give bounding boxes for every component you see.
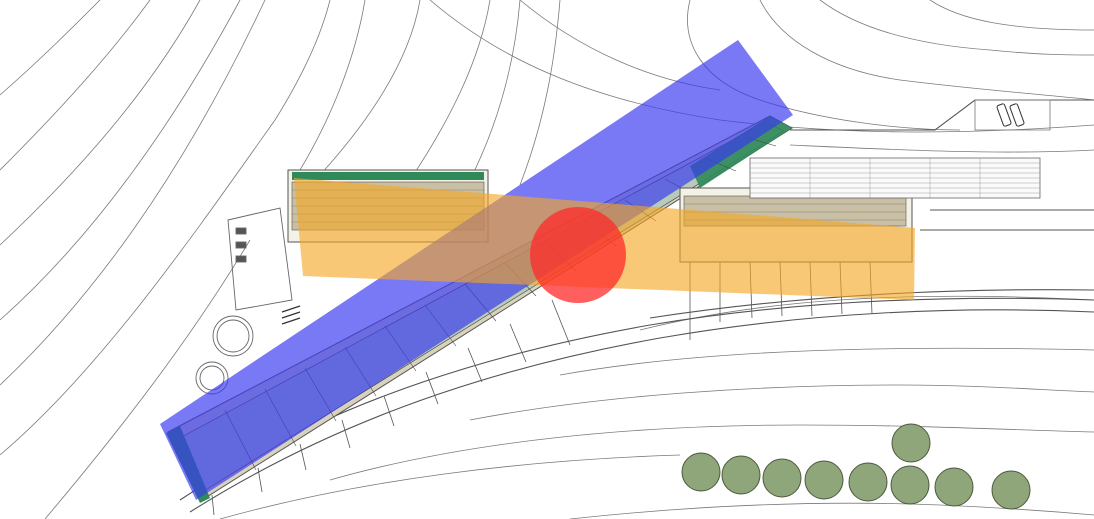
terrace-step-lines [750, 158, 1040, 198]
contour-line [44, 239, 251, 519]
bay-marker [235, 227, 247, 235]
parking-outline [974, 99, 1051, 131]
contour-line [789, 144, 1094, 153]
contour-line [569, 502, 1094, 519]
contour-line [0, 0, 151, 171]
tree-icon [681, 452, 721, 492]
contour-line [219, 454, 681, 519]
parked-car-icon [996, 103, 1012, 127]
west-green-edge [292, 172, 484, 180]
tree-icon [721, 455, 761, 495]
contour-line [329, 424, 1094, 481]
analysis-overlays [160, 40, 915, 500]
tree-icon [991, 470, 1031, 510]
tree-icon [848, 462, 888, 502]
contour-line [409, 0, 491, 181]
trees [681, 423, 1031, 510]
contour-line [299, 0, 366, 171]
round-tank [212, 315, 254, 357]
contour-line [819, 0, 1094, 56]
contour-line [469, 0, 521, 181]
tree-icon [891, 423, 931, 463]
bay-outline [227, 207, 293, 311]
contour-line [519, 0, 561, 186]
contour-line [759, 0, 1094, 101]
tree-icon [762, 458, 802, 498]
bay-marker [235, 241, 247, 249]
contour-line [0, 0, 241, 321]
bay-marker [235, 255, 247, 263]
red-focus-marker [530, 207, 626, 303]
bicycle-rack-icon [281, 305, 301, 325]
tree-icon [890, 465, 930, 505]
tree-icon [804, 460, 844, 500]
tree-icon [934, 467, 974, 507]
contour-line [319, 0, 421, 176]
road-edge [790, 99, 1094, 131]
parked-car-icon [1009, 103, 1025, 127]
contour-line [0, 0, 331, 456]
contour-line [0, 0, 266, 386]
diagonal-green-strip [690, 116, 792, 188]
contour-line [469, 384, 1094, 421]
contour-line [559, 347, 1094, 376]
contour-line [0, 0, 201, 246]
contour-line [0, 0, 101, 96]
west-site-features [195, 207, 301, 395]
round-tank [216, 319, 250, 353]
contour-line [929, 0, 1094, 31]
parking-area [974, 99, 1051, 131]
road-edge [189, 309, 1094, 513]
